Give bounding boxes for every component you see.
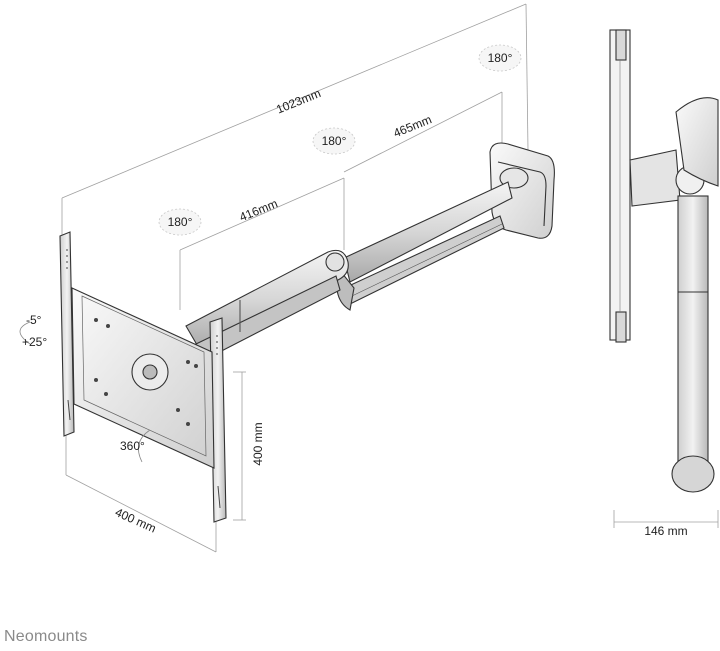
pivot-plate-angle: 180° [168,215,193,229]
angle-indicators [19,44,522,463]
dimension-lines [61,3,719,553]
rotation-angle: 360° [120,439,145,453]
tv-plate [59,231,227,523]
plate-height-label: 400 mm [251,422,265,465]
tilt-down-angle: -5° [26,313,42,327]
plate-width-label: 400 mm [113,505,158,535]
pivot-middle-angle: 180° [322,134,347,148]
arm-inner-label: 416mm [237,196,279,224]
total-reach-label: 1023mm [274,86,323,116]
depth-label: 146 mm [644,524,687,538]
brand-logo: Neomounts [4,628,88,645]
tilt-up-angle: +25° [22,335,47,349]
inner-arm [185,249,349,361]
outer-arm [335,181,513,311]
side-view [609,29,719,493]
pivot-wall-angle: 180° [488,51,513,65]
arm-outer-label: 465mm [391,112,433,140]
